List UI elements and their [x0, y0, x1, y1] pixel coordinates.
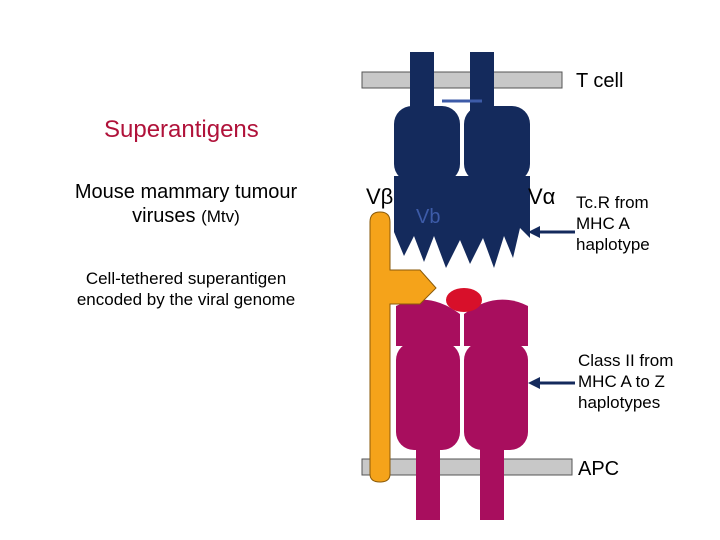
mhc-arrow: [528, 377, 575, 389]
superantigen: [369, 211, 437, 483]
mtv-line-2: viruses (Mtv): [50, 204, 322, 229]
class2-label: Class II from MHC A to Z haplotypes: [578, 350, 673, 413]
tcr-line-3: haplotype: [576, 235, 650, 254]
tcr-line-2: MHC A: [576, 214, 630, 233]
mhc-class-ii: [396, 299, 528, 520]
class2-line-2: MHC A to Z: [578, 372, 665, 391]
tcr-arrow: [528, 226, 575, 238]
v-alpha-label: Vα: [528, 184, 556, 209]
apc-label: APC: [578, 458, 620, 480]
t-cell-membrane: [361, 71, 563, 89]
tethered-line-1: Cell-tethered superantigen: [85, 269, 287, 288]
diagram-title: Superantigens: [104, 116, 259, 143]
class2-line-3: haplotypes: [578, 393, 661, 412]
v-beta-label: Vβ: [366, 184, 394, 209]
peptide: [446, 288, 482, 312]
mtv-label: Mouse mammary tumour viruses (Mtv): [50, 180, 322, 229]
mtv-line-1: Mouse mammary tumour: [74, 181, 298, 203]
tcr-label: Tc.R from MHC A haplotype: [576, 192, 650, 255]
vb-inner-label: Vb: [416, 206, 441, 228]
t-cell-label: T cell: [576, 70, 624, 92]
mtv-viruses: viruses: [132, 205, 196, 227]
class2-line-1: Class II from: [578, 351, 674, 370]
apc-membrane: [361, 458, 573, 476]
tethered-label: Cell-tethered superantigen encoded by th…: [40, 268, 332, 310]
tethered-line-2: encoded by the viral genome: [76, 290, 296, 309]
mtv-abbrev: (Mtv): [201, 207, 240, 226]
t-cell-receptor: [394, 52, 530, 268]
tcr-line-1: Tc.R from: [576, 193, 649, 212]
